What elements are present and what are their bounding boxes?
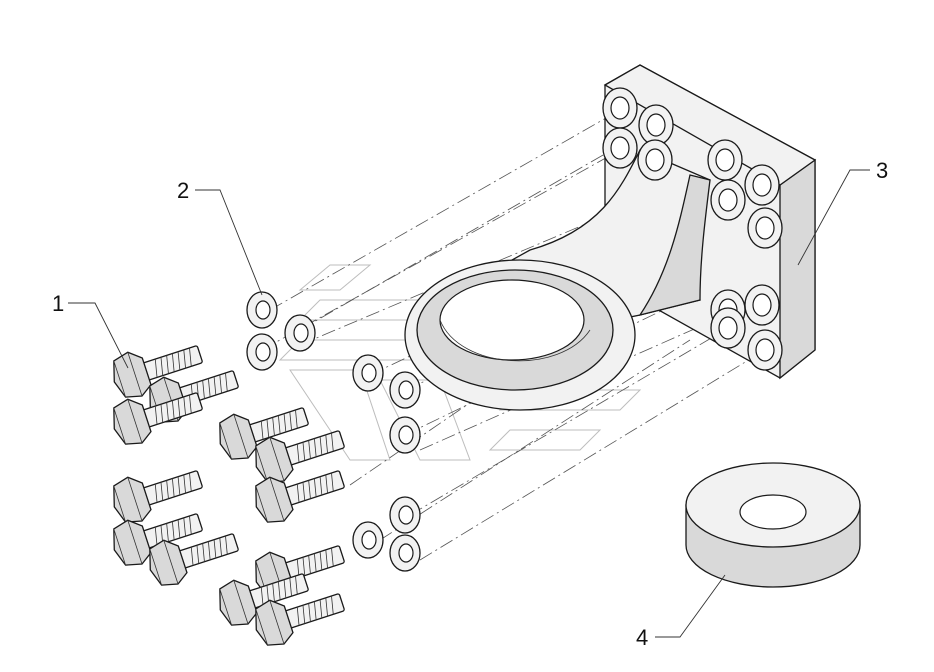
hex-bolts (106, 330, 350, 652)
callout-2: 2 (177, 178, 189, 203)
bushing-ring (685, 462, 861, 588)
callout-4: 4 (636, 625, 648, 650)
callout-leaders (68, 169, 870, 638)
coupling-eye-bracket (404, 64, 817, 411)
callout-3: 3 (876, 158, 888, 183)
callout-1: 1 (52, 291, 64, 316)
plate-bolt-hole (602, 87, 638, 129)
